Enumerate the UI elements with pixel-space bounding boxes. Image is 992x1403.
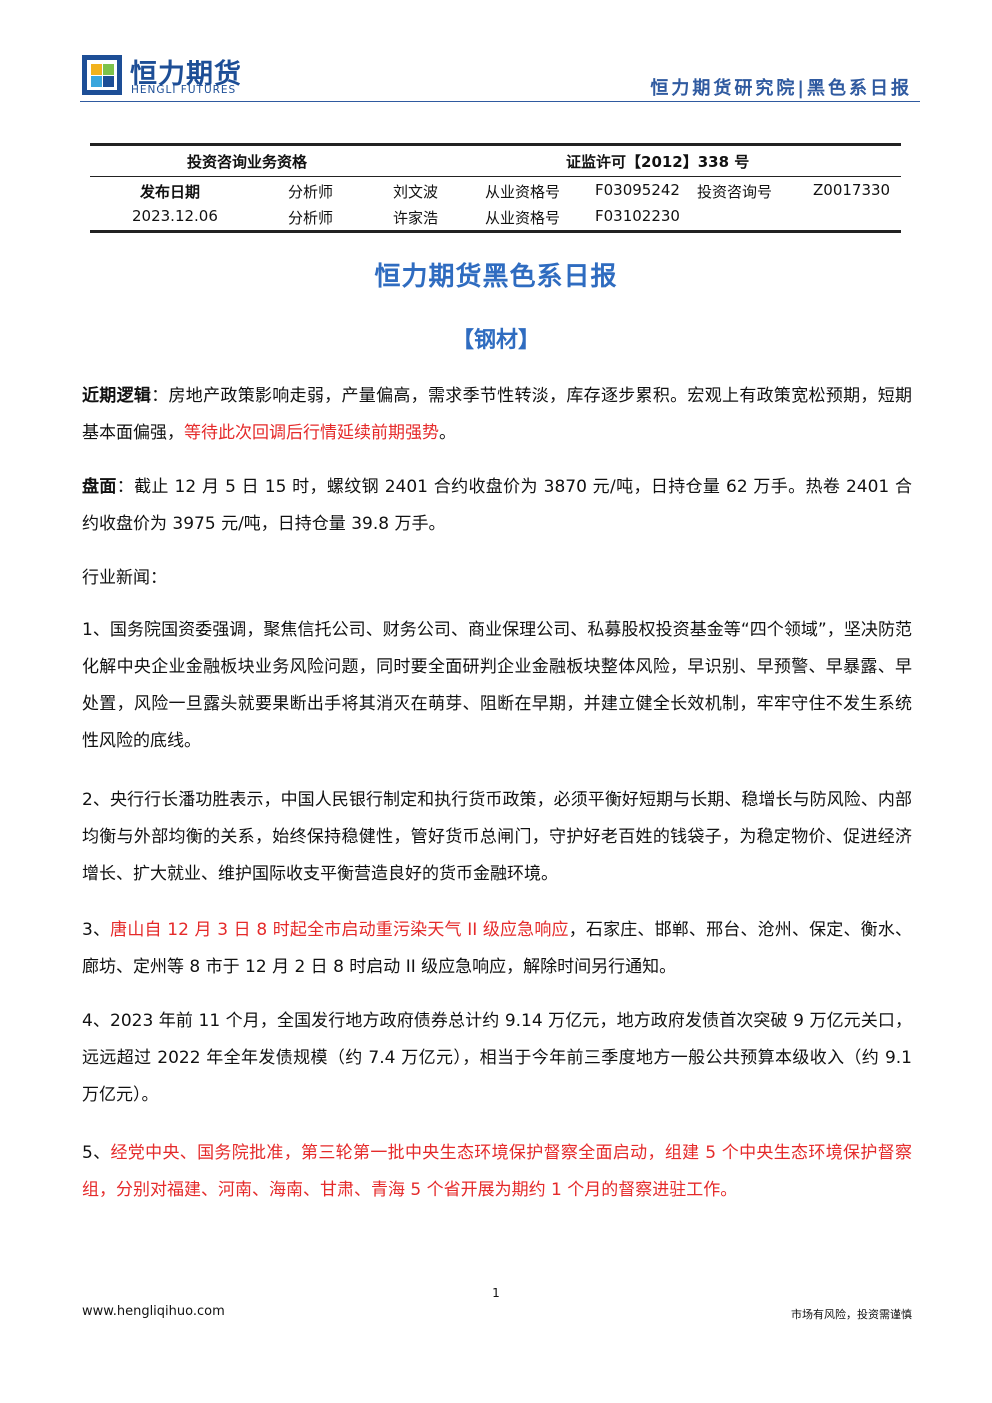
logic-text: ：房地产政策影响走弱，产量偏高，需求季节性转淡，库存逐步累积。宏观上有政策宽松预… (82, 386, 913, 443)
table-mid-rule (90, 176, 901, 177)
market-label: 盘面 (82, 477, 117, 497)
table-bottom-rule (90, 230, 901, 233)
logo-chinese-name: 恒力期货 (130, 59, 242, 90)
advisory-label: 投资咨询号 (697, 183, 773, 201)
analyst-role: 分析师 (288, 209, 334, 227)
header-divider (80, 101, 920, 102)
license-number: 证监许可【2012】338 号 (566, 153, 750, 171)
logic-end: 。 (439, 423, 456, 443)
footer-risk-note: 市场有风险，投资需谨慎 (791, 1308, 912, 1321)
news-item-3: 3、唐山自 12 月 3 日 8 时起全市启动重污染天气 II 级应急响应，石家… (82, 912, 912, 986)
page-number: 1 (492, 1286, 500, 1300)
logic-label: 近期逻辑 (82, 386, 152, 406)
news-item-5: 5、经党中央、国务院批准，第三轮第一批中央生态环境保护督察全面启动，组建 5 个… (82, 1135, 912, 1209)
cert-number: F03095242 (595, 181, 680, 199)
company-logo: 恒力期货 HENGLI FUTURES (82, 52, 252, 98)
document-title: 恒力期货黑色系日报 (374, 262, 618, 292)
qualification-label: 投资咨询业务资格 (187, 153, 308, 171)
analyst-role: 分析师 (288, 183, 334, 201)
cert-label: 从业资格号 (485, 183, 561, 201)
news-item-5-highlight: 经党中央、国务院批准，第三轮第一批中央生态环境保护督察全面启动，组建 5 个中央… (82, 1143, 912, 1200)
news-item-3-prefix: 3、 (82, 920, 111, 940)
market-paragraph: 盘面：截止 12 月 5 日 15 时，螺纹钢 2401 合约收盘价为 3870… (82, 469, 912, 543)
market-text: ：截止 12 月 5 日 15 时，螺纹钢 2401 合约收盘价为 3870 元… (82, 477, 912, 534)
news-item-3-highlight: 唐山自 12 月 3 日 8 时起全市启动重污染天气 II 级应急响应 (110, 920, 569, 940)
cert-label: 从业资格号 (485, 209, 561, 227)
publish-date: 2023.12.06 (132, 207, 218, 225)
analyst-name: 刘文波 (393, 183, 439, 201)
news-item-2: 2、央行行长潘功胜表示，中国人民银行制定和执行货币政策，必须平衡好短期与长期、稳… (82, 790, 912, 884)
footer-website: www.hengliqihuo.com (82, 1304, 225, 1319)
cert-number: F03102230 (595, 207, 680, 225)
news-item-4: 4、2023 年前 11 个月，全国发行地方政府债券总计约 9.14 万亿元，地… (82, 1011, 912, 1105)
news-item-1: 1、国务院国资委强调，聚焦信托公司、财务公司、商业保理公司、私募股权投资基金等“… (82, 620, 912, 751)
news-item-5-prefix: 5、 (82, 1143, 111, 1163)
news-item-3-rest: ，石家庄、邯郸、邢台、沧州、保定、衡水、廊坊、定州等 8 市于 12 月 2 日… (82, 920, 913, 977)
table-top-rule (90, 143, 901, 146)
logic-highlight: 等待此次回调后行情延续前期强势 (184, 423, 439, 443)
advisory-number: Z0017330 (813, 181, 891, 199)
section-title: 【钢材】 (451, 328, 540, 353)
logo-english-name: HENGLI FUTURES (131, 84, 237, 96)
logo-mark-icon (82, 55, 122, 95)
publish-date-label: 发布日期 (140, 183, 201, 201)
news-heading: 行业新闻： (82, 568, 167, 588)
logic-paragraph: 近期逻辑：房地产政策影响走弱，产量偏高，需求季节性转淡，库存逐步累积。宏观上有政… (82, 378, 912, 452)
analyst-name: 许家浩 (393, 209, 439, 227)
header-report-name: 恒力期货研究院|黑色系日报 (650, 78, 912, 99)
